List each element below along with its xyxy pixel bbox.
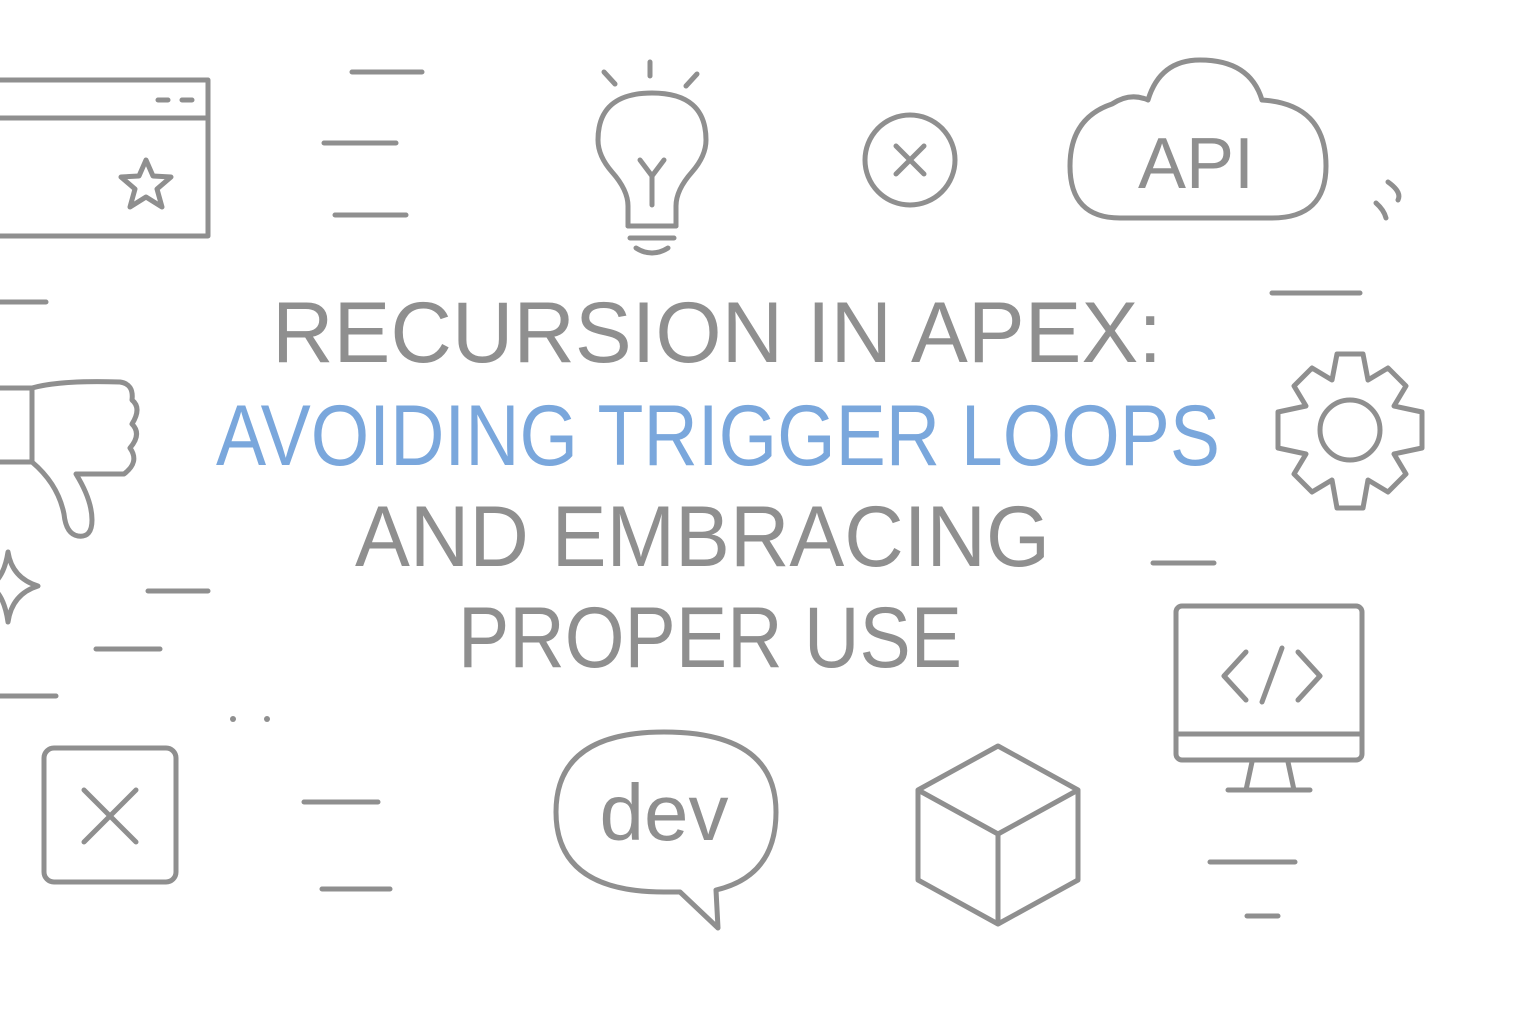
title-line-1: RECURSION IN APEX:	[272, 285, 1162, 381]
monitor-code-icon	[1173, 603, 1365, 793]
title-line-3: AND EMBRACING	[355, 489, 1050, 585]
sparkle-icon	[0, 549, 41, 625]
dev-label: dev	[600, 768, 729, 857]
title-line-4: PROPER USE	[458, 590, 962, 686]
gear-icon	[1275, 351, 1425, 511]
api-label: API	[1138, 124, 1254, 204]
title-line-2: AVOIDING TRIGGER LOOPS	[216, 388, 1220, 484]
close-circle-icon	[862, 112, 958, 208]
cube-icon	[915, 743, 1081, 927]
cloud-api-icon: API	[1067, 57, 1329, 221]
browser-window-icon	[0, 77, 211, 239]
decorative-dashes	[0, 69, 1402, 919]
dev-chat-bubble-icon: dev	[553, 729, 779, 931]
thumbs-down-icon	[0, 379, 140, 539]
close-box-icon	[41, 745, 179, 885]
lightbulb-icon	[595, 59, 709, 256]
